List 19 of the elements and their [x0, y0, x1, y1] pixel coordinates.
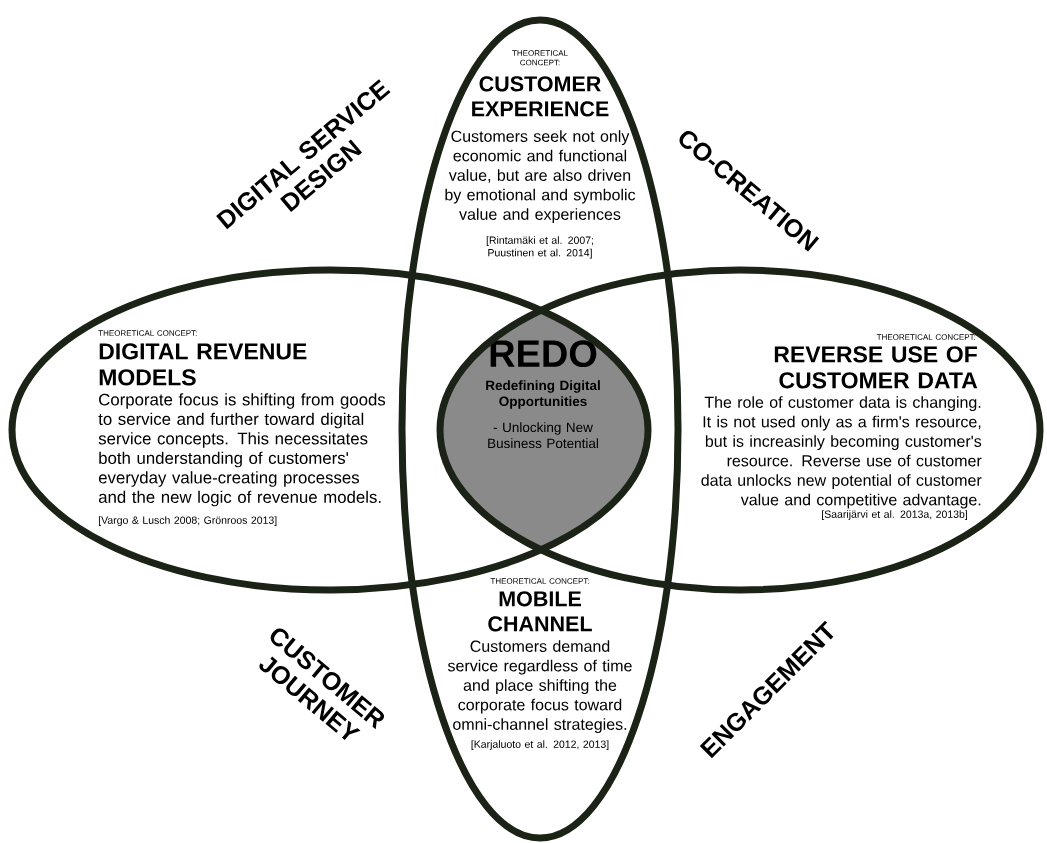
- description-text: Customers demand service regardless of time and place shifting the corporate focus toward omni-channel strategies.: [447, 640, 632, 734]
- citation: [Vargo & Lusch 2008; Grönroos 2013]: [98, 516, 277, 526]
- center-title: REDO: [490, 340, 597, 368]
- description-text: Customers seek not only economic and functional value, but are also driven by emotional and symbolic value and experiences: [445, 130, 636, 224]
- description-text: Corporate focus is shifting from goods to service and further toward digital service concepts. This necessitates both understanding of customers' everyday value-creating processes and the new logic of revenue models.: [98, 393, 386, 507]
- citation: [Karjaluoto et al. 2012, 2013]: [471, 740, 609, 750]
- concept-tag: THEORETICAL CONCEPT:: [490, 578, 589, 584]
- concept-tag: THEORETICAL CONCEPT:: [98, 330, 197, 336]
- citation: [Saarijärvi et al. 2013a, 2013b]: [822, 510, 967, 520]
- center-subtitle: Redefining Digital Opportunities: [486, 380, 600, 409]
- concept-tag: THEORETICAL CONCEPT:: [876, 334, 976, 340]
- concept-heading: CUSTOMER EXPERIENCE: [472, 76, 609, 117]
- concept-heading: MOBILE CHANNEL: [488, 591, 592, 632]
- concept-heading: REVERSE USE OF CUSTOMER DATA: [774, 346, 978, 389]
- concept-tag: THEORETICAL CONCEPT:: [512, 50, 568, 66]
- concept-heading: DIGITAL REVENUE MODELS: [99, 343, 307, 386]
- description-text: The role of customer data is changing. It is not used only as a firm's resource, but is increasinly becoming customer's resource. Reverse use of customer data unlocks new potential of customer value and competitive advantage.: [701, 396, 982, 509]
- center-tagline: - Unlocking New Business Potential: [488, 422, 598, 449]
- citation: [Rintamäki et al. 2007; Puustinen et al. 2014]: [486, 236, 594, 259]
